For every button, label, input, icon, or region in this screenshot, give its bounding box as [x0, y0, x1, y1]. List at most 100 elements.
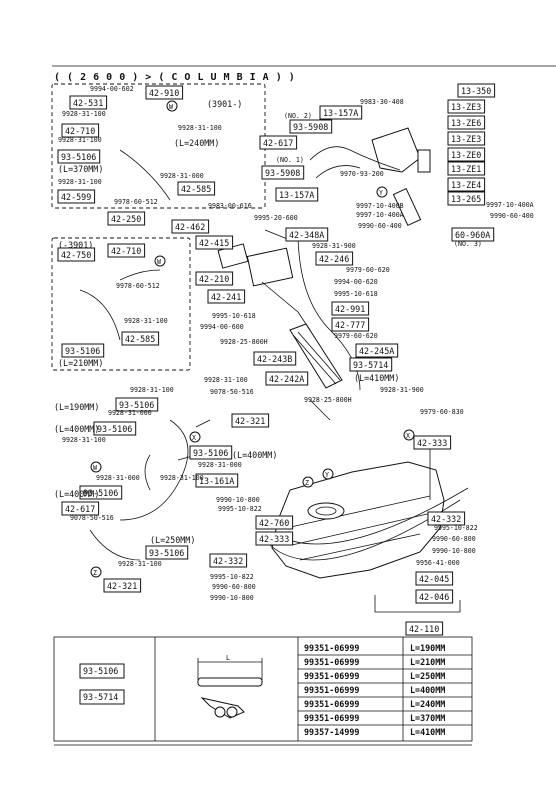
- svg-text:X: X: [192, 434, 196, 442]
- hardware-label-9995-10-822: 9995-10-822: [434, 524, 478, 532]
- svg-text:42-462: 42-462: [175, 222, 205, 232]
- part-label-13-157a: 13-157A: [319, 105, 363, 120]
- part-label-42-210: 42-210: [195, 271, 234, 286]
- svg-text:42-750: 42-750: [61, 250, 91, 260]
- part-label-42-617: 42-617: [259, 135, 298, 150]
- table-part-number: 99351-06999: [304, 685, 359, 695]
- part-label-42-333: 42-333: [413, 435, 452, 450]
- svg-text:13-265: 13-265: [451, 194, 481, 204]
- table-length: L=410MM: [410, 727, 445, 737]
- svg-text:42-710: 42-710: [65, 126, 95, 136]
- part-label-93-5106: 93-5106: [93, 421, 137, 436]
- part-label-42-415: 42-415: [195, 235, 234, 250]
- hardware-label-9928-25-800h: 9928-25-800H: [304, 396, 352, 404]
- part-label-42-246: 42-246: [315, 251, 354, 266]
- part-label-42-710: 42-710: [61, 123, 100, 138]
- part-label-42-617: 42-617: [61, 501, 100, 516]
- part-label-42-332: 42-332: [209, 553, 248, 568]
- hardware-label-9995-10-618: 9995-10-618: [212, 312, 256, 320]
- hardware-label-9078-50-516: 9078-50-516: [70, 514, 114, 522]
- part-label-42-991: 42-991: [331, 301, 370, 316]
- table-length: L=190MM: [410, 643, 445, 653]
- hardware-label-9928-31-100: 9928-31-100: [178, 124, 222, 132]
- inset-mid-frame: [51, 237, 191, 371]
- inset-top-label: (3901-): [207, 99, 242, 109]
- svg-text:42-710: 42-710: [111, 246, 141, 256]
- hardware-label-9997-10-400a: 9997-10-400A: [486, 201, 534, 209]
- svg-text:42-250: 42-250: [111, 214, 141, 224]
- part-label-42-110: 42-110: [405, 621, 444, 636]
- hardware-label-9928-31-100: 9928-31-100: [58, 136, 102, 144]
- svg-text:42-348A: 42-348A: [289, 230, 324, 240]
- svg-text:42-599: 42-599: [61, 192, 91, 202]
- table-length: L=250MM: [410, 671, 445, 681]
- part-label-13-265: 13-265: [447, 191, 486, 206]
- hardware-label-9990-10-800: 9990-10-800: [210, 594, 254, 602]
- table-part-number: 99351-06999: [304, 713, 359, 723]
- part-label-13-ze3: 13-ZE3: [447, 131, 486, 146]
- part-label-42-321: 42-321: [103, 578, 142, 593]
- hardware-label-9928-31-100: 9928-31-100: [160, 474, 204, 482]
- svg-text:42-110: 42-110: [409, 624, 439, 634]
- part-label-42-760: 42-760: [255, 515, 294, 530]
- callout-x-left: X: [189, 431, 201, 443]
- part-label-42-332: 42-332: [427, 511, 466, 526]
- boxed-part-labels: 42-91042-53142-71093-510642-59942-58542-…: [57, 83, 496, 636]
- hardware-label-9928-31-900: 9928-31-900: [380, 386, 424, 394]
- hardware-label-9983-00-616: 9983-00-616: [208, 202, 252, 210]
- hardware-label-9078-50-516: 9078-50-516: [210, 388, 254, 396]
- hardware-label-9995-20-600: 9995-20-600: [254, 214, 298, 222]
- svg-text:42-617: 42-617: [65, 504, 95, 514]
- part-label-13-ze1: 13-ZE1: [447, 161, 486, 176]
- svg-text:93-5106: 93-5106: [97, 424, 132, 434]
- svg-text:42-321: 42-321: [235, 416, 265, 426]
- callout-z-left: Z: [90, 566, 102, 578]
- svg-text:Y: Y: [379, 189, 383, 197]
- part-label-93-5908: 93-5908: [289, 119, 333, 134]
- hardware-label-9990-60-400: 9990-60-400: [358, 222, 402, 230]
- svg-text:13-ZE0: 13-ZE0: [451, 150, 481, 160]
- hardware-label-9928-31-100: 9928-31-100: [58, 178, 102, 186]
- svg-text:42-760: 42-760: [259, 518, 289, 528]
- svg-text:93-5106: 93-5106: [83, 488, 118, 498]
- length-right: (L=410MM): [354, 373, 399, 383]
- svg-text:13-161A: 13-161A: [199, 476, 234, 486]
- svg-text:Y: Y: [325, 471, 329, 479]
- part-label-60-960a: 60-960A: [451, 227, 495, 242]
- hardware-label-9990-60-400: 9990-60-400: [490, 212, 534, 220]
- hardware-label-9928-31-100: 9928-31-100: [62, 436, 106, 444]
- callout-x-right: X: [403, 429, 415, 441]
- svg-text:13-ZE3: 13-ZE3: [451, 134, 481, 144]
- length-left-d: (L=400MM): [54, 489, 99, 499]
- part-label-13-ze0: 13-ZE0: [447, 147, 486, 162]
- table-length: L=370MM: [410, 713, 445, 723]
- hardware-label-9928-31-000: 9928-31-000: [198, 461, 242, 469]
- table-part-number: 99351-06999: [304, 699, 359, 709]
- length-left-c: (L=400MM): [232, 450, 277, 460]
- hardware-label-9995-10-822: 9995-10-822: [218, 505, 262, 513]
- hardware-label-9928-31-100: 9928-31-100: [124, 317, 168, 325]
- svg-text:93-5908: 93-5908: [293, 122, 328, 132]
- part-label-93-5714: 93-5714: [349, 357, 393, 372]
- table-row: 99357-14999 L=410MM: [304, 727, 445, 737]
- part-label-13-ze4: 13-ZE4: [447, 177, 486, 192]
- hardware-label-9990-10-800: 9990-10-800: [432, 547, 476, 555]
- table-part-number: 99357-14999: [304, 727, 359, 737]
- svg-text:42-415: 42-415: [199, 238, 229, 248]
- part-label-42-910: 42-910: [145, 85, 184, 100]
- hardware-label-9979-60-620: 9979-60-620: [346, 266, 390, 274]
- fuel-tank: [271, 461, 445, 579]
- part-label-42-777: 42-777: [331, 317, 370, 332]
- part-label-42-599: 42-599: [57, 189, 96, 204]
- dimension-label: L: [226, 654, 230, 662]
- svg-text:42-045: 42-045: [419, 574, 449, 584]
- hardware-label-9995-10-822: 9995-10-822: [210, 573, 254, 581]
- hardware-label-9994-00-602: 9994-00-602: [90, 85, 134, 93]
- table-length: L=210MM: [410, 657, 445, 667]
